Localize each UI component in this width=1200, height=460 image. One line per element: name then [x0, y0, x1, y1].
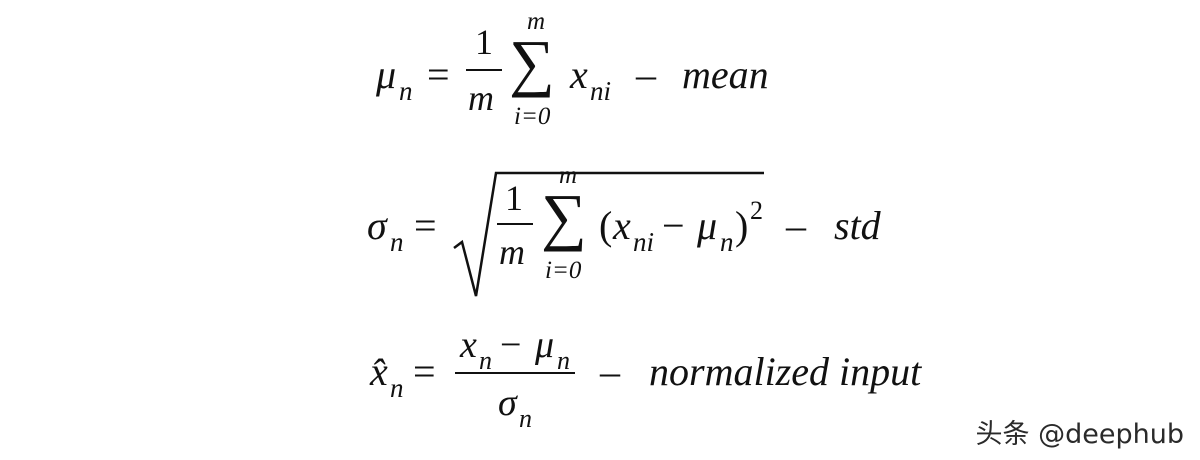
- equals-sign: =: [414, 203, 437, 248]
- denominator-sigma-subscript: n: [519, 404, 532, 433]
- x-hat-subscript: n: [390, 373, 404, 403]
- fraction-denominator: m: [499, 232, 525, 272]
- sum-upper-limit: m: [527, 8, 546, 35]
- exponent: 2: [750, 196, 763, 225]
- square-root-sign: [453, 171, 764, 297]
- numerator-x-subscript: n: [479, 346, 492, 375]
- x-subscript: ni: [590, 76, 612, 106]
- sum-lower-limit: i=0: [514, 103, 551, 130]
- dash: –: [600, 349, 620, 394]
- fraction-numerator: 1: [475, 22, 493, 62]
- fraction-bar: [466, 69, 502, 71]
- numerator-x: x: [460, 324, 477, 366]
- mu-term: μ: [697, 203, 718, 248]
- x-hat-symbol: x̂: [370, 349, 388, 394]
- sum-symbol: ∑: [509, 27, 555, 98]
- mean-label: mean: [682, 52, 769, 97]
- fraction-bar: [455, 372, 575, 374]
- numerator-mu: μ: [535, 324, 555, 366]
- equals-sign: =: [427, 52, 450, 97]
- dash: –: [786, 203, 806, 248]
- x-term: x: [570, 52, 588, 97]
- std-label: std: [834, 203, 881, 248]
- numerator-minus: −: [500, 324, 522, 366]
- fraction-numerator: 1: [505, 178, 523, 218]
- sum-upper-limit: m: [559, 162, 578, 189]
- sigma-subscript: n: [390, 227, 404, 257]
- open-paren: (: [599, 203, 613, 248]
- fraction-bar: [497, 223, 533, 225]
- sum-symbol: ∑: [541, 181, 587, 252]
- close-paren: ): [735, 203, 749, 248]
- numerator-mu-subscript: n: [557, 346, 570, 375]
- x-subscript: ni: [633, 227, 655, 257]
- equals-sign: =: [413, 349, 436, 394]
- denominator-sigma: σ: [498, 382, 517, 424]
- minus-sign: −: [662, 203, 685, 248]
- sum-lower-limit: i=0: [545, 257, 582, 284]
- normalized-input-label: normalized input: [649, 349, 922, 394]
- dash: –: [636, 52, 656, 97]
- watermark: 头条 @deephub: [975, 419, 1184, 450]
- mu-subscript: n: [720, 227, 734, 257]
- fraction-denominator: m: [468, 78, 494, 118]
- sigma-symbol: σ: [367, 203, 387, 248]
- mu-symbol: μ: [376, 52, 397, 97]
- x-term: x: [613, 203, 631, 248]
- mu-subscript: n: [399, 76, 413, 106]
